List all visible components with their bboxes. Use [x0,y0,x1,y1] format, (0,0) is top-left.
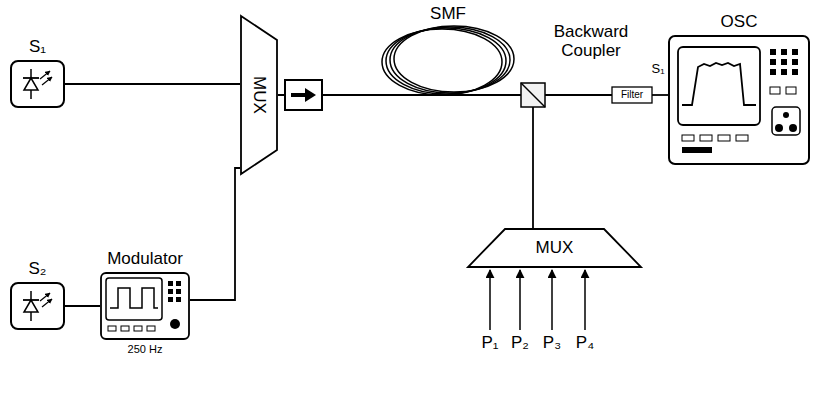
port-label: P₁ [481,333,498,353]
node-label: 250 Hz [128,343,163,356]
node-label: OSC [721,12,758,32]
input-arrows [490,270,585,330]
laser-source-outline [10,60,65,108]
port-label: P₄ [576,333,594,353]
node-label: Filter [621,89,643,101]
oscilloscope: OSC [668,35,810,165]
port-label: P₂ [511,333,529,353]
node-label: MUX [249,76,269,114]
port-label: P₃ [543,333,561,353]
fiber-link [532,107,534,228]
node-label: Backward Coupler [541,22,641,61]
multiplexer: MUX [240,15,278,175]
laser-source: S₁ [10,60,65,108]
fiber-link [652,94,668,96]
oscilloscope-outline [668,35,810,165]
fiber-link [278,94,448,96]
node-label: S₂ [29,259,47,279]
modulator-box: Modulator250 Hz [100,272,190,340]
fiber-link [190,168,240,300]
fiber-link [545,94,612,96]
fiber-coil: SMF [380,25,516,95]
node-label: SMF [430,4,466,24]
coupler-box-outline [521,83,545,107]
laser-source-outline [10,282,65,330]
node-label: S₁ [29,37,46,57]
node-label: MUX [536,238,574,258]
isolator-symbol [285,80,322,110]
fiber-link [65,83,240,85]
filter-box: Filter [612,87,652,103]
multiplexer: MUX [467,228,642,268]
fiber-link [65,305,100,307]
modulator-box-outline [100,272,190,340]
laser-source: S₂ [10,282,65,330]
coupler-box: Backward Coupler [521,83,545,107]
node-label: Modulator [107,249,183,269]
fiber-coil-outline [380,25,516,95]
signal-name: S₁ [651,62,664,77]
